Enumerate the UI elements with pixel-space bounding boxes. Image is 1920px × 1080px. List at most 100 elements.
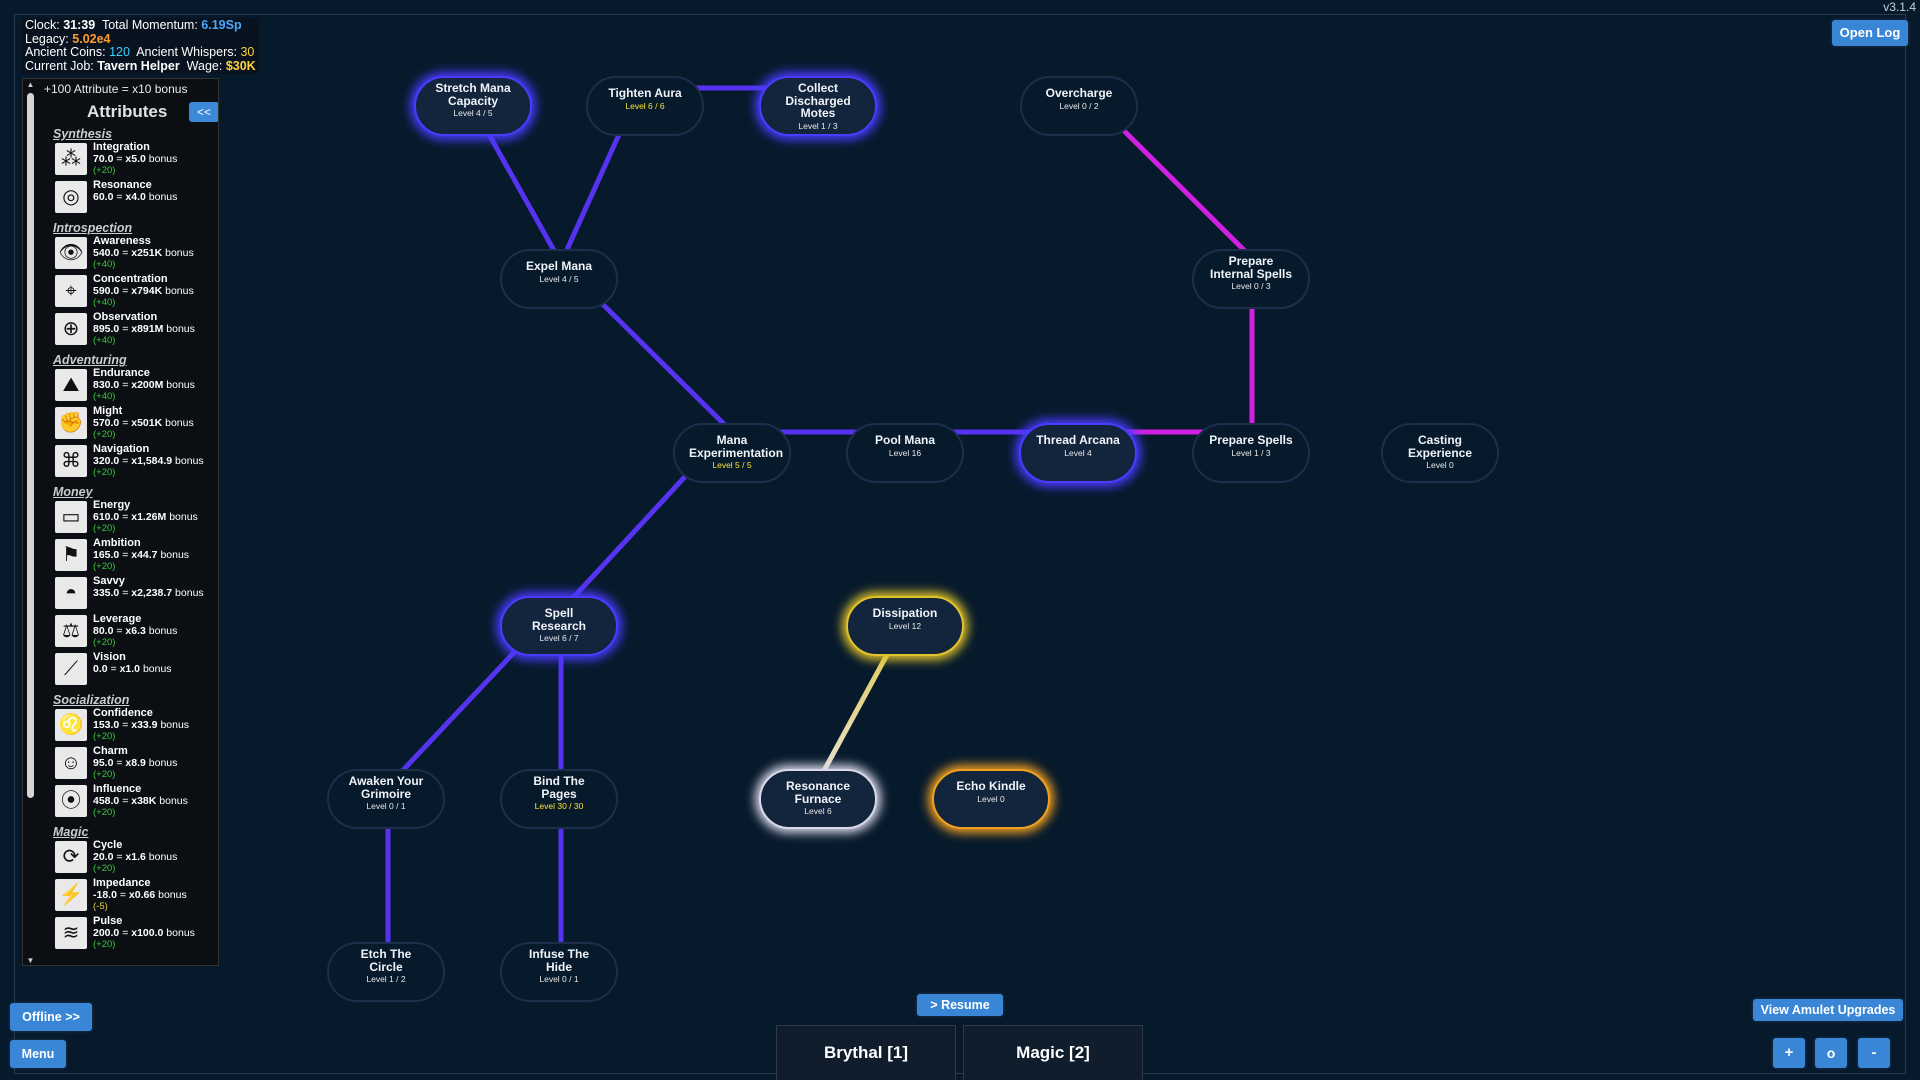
view-amulet-upgrades-button[interactable]: View Amulet Upgrades <box>1753 999 1903 1021</box>
attribute-name: Impedance <box>93 877 151 889</box>
attribute-value: 540.0 <box>93 247 120 259</box>
job-value: Tavern Helper <box>97 58 180 73</box>
offline-button[interactable]: Offline >> <box>10 1003 92 1031</box>
attribute-name: Confidence <box>93 707 153 719</box>
focus-icon: ⌖ <box>55 275 87 307</box>
attribute-name: Savvy <box>93 575 125 587</box>
legacy-value: 5.02e4 <box>72 31 111 46</box>
attribute-value-line: 60.0 = x4.0 bonus <box>93 191 178 203</box>
attribute-value: 165.0 <box>93 549 120 561</box>
attribute-value-line: 320.0 = x1,584.9 bonus <box>93 455 204 467</box>
zoom-in-button[interactable]: + <box>1773 1038 1805 1068</box>
attribute-bonus-suffix: bonus <box>159 795 188 807</box>
attribute-value: 590.0 <box>93 285 120 297</box>
attributes-scrollbar[interactable]: ▲ ▼ <box>25 79 36 965</box>
category-synthesis: Synthesis <box>53 127 113 141</box>
attribute-bonus-suffix: bonus <box>148 191 178 203</box>
attribute-value-line: 0.0 = x1.0 bonus <box>93 663 172 675</box>
zoom-out-button[interactable]: - <box>1858 1038 1890 1068</box>
attribute-value-line: 458.0 = x38K bonus <box>93 795 188 807</box>
skill-node-level: Level 6 / 7 <box>539 633 579 643</box>
attribute-multiplier: x794K <box>131 285 163 297</box>
menu-button[interactable]: Menu <box>10 1040 66 1068</box>
version-label: v3.1.4 <box>1883 0 1916 14</box>
attribute-multiplier: x5.0 <box>125 153 146 165</box>
attribute-value-line: 830.0 = x200M bonus <box>93 379 195 391</box>
attribute-name: Navigation <box>93 443 150 455</box>
zoom-reset-button[interactable]: o <box>1815 1038 1847 1068</box>
attribute-bonus-suffix: bonus <box>148 153 178 165</box>
barrier-icon: ⚡ <box>55 879 87 911</box>
attribute-value-line: 70.0 = x5.0 bonus <box>93 153 178 165</box>
attribute-multiplier: x100.0 <box>131 927 164 939</box>
scroll-up-arrow-icon[interactable]: ▲ <box>26 80 35 89</box>
wave-icon: ≋ <box>55 917 87 949</box>
attribute-value-line: 165.0 = x44.7 bonus <box>93 549 190 561</box>
scroll-down-arrow-icon[interactable]: ▼ <box>26 956 35 965</box>
scroll-thumb[interactable] <box>27 93 34 798</box>
attribute-bonus-suffix: bonus <box>166 323 195 335</box>
momentum-label: Total Momentum: <box>101 18 198 32</box>
attribute-name: Concentration <box>93 273 168 285</box>
tab-brythal[interactable]: Brythal [1] <box>776 1025 956 1080</box>
attribute-impedance[interactable]: ⚡Impedance-18.0 = x0.66 bonus(-5) <box>53 877 218 915</box>
attribute-name: Energy <box>93 499 131 511</box>
attribute-value: 570.0 <box>93 417 120 429</box>
attribute-delta: (+20) <box>93 637 116 648</box>
attribute-multiplier: x33.9 <box>131 719 158 731</box>
skill-node-name: Stretch Mana Capacity <box>435 81 511 108</box>
attribute-value-line: 200.0 = x100.0 bonus <box>93 927 195 939</box>
attribute-bonus-suffix: bonus <box>175 587 204 599</box>
attribute-name: Endurance <box>93 367 150 379</box>
ripple-icon: ◎ <box>55 181 87 213</box>
skill-node-level: Level 0 <box>1426 460 1454 470</box>
coins-value: 120 <box>109 45 130 59</box>
attribute-delta: (+40) <box>93 335 116 346</box>
tab-magic[interactable]: Magic [2] <box>963 1025 1143 1080</box>
skill-node-level: Level 4 / 5 <box>539 273 579 284</box>
category-adventuring: Adventuring <box>53 353 127 367</box>
skill-node-level: Level 1 / 3 <box>798 120 838 131</box>
attribute-value: 830.0 <box>93 379 120 391</box>
resume-button[interactable]: > Resume <box>917 994 1003 1016</box>
open-log-button[interactable]: Open Log <box>1832 20 1908 46</box>
collapse-attributes-button[interactable]: << <box>189 102 218 122</box>
